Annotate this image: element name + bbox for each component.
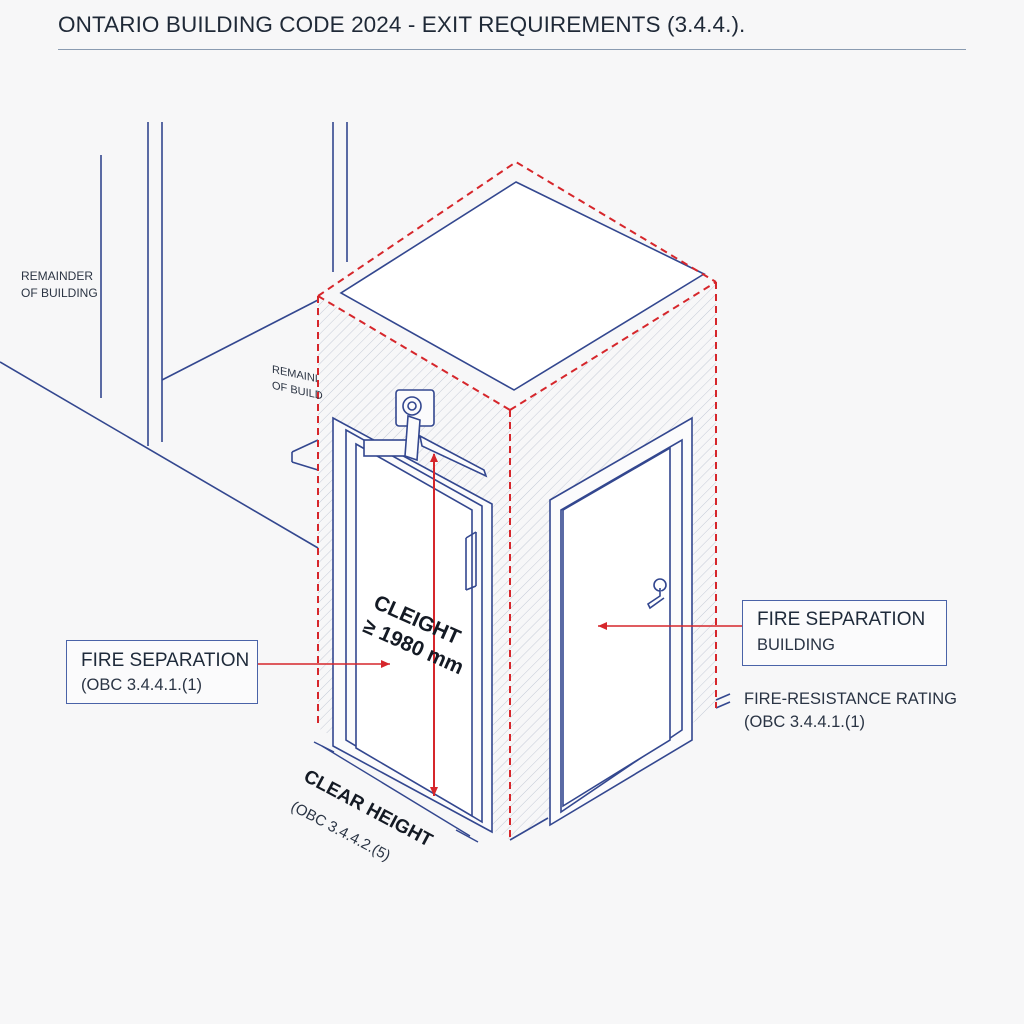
remainder-walls xyxy=(0,122,348,549)
page-title: ONTARIO BUILDING CODE 2024 - EXIT REQUIR… xyxy=(58,12,746,37)
fire-separation-callout-left: FIRE SEPARATION (OBC 3.4.4.1.(1) xyxy=(66,640,258,704)
floor-dimension-lines xyxy=(313,741,479,843)
lever-handle-icon xyxy=(646,578,667,610)
fire-resistance-rating-label: FIRE-RESISTANCE RATING (OBC 3.4.4.1.(1) xyxy=(744,690,957,732)
enclosure-base xyxy=(509,693,731,841)
enclosure-top xyxy=(339,181,706,391)
leader-lines xyxy=(258,622,742,668)
left-door-frame xyxy=(332,416,493,834)
fire-separation-outline xyxy=(317,160,717,840)
remainder-label-outer: REMAINDER OF BUILDING xyxy=(21,269,98,301)
title-rule xyxy=(58,49,966,50)
door-closer-icon xyxy=(363,389,488,478)
fire-separation-callout-right: FIRE SEPARATION BUILDING xyxy=(742,600,947,666)
